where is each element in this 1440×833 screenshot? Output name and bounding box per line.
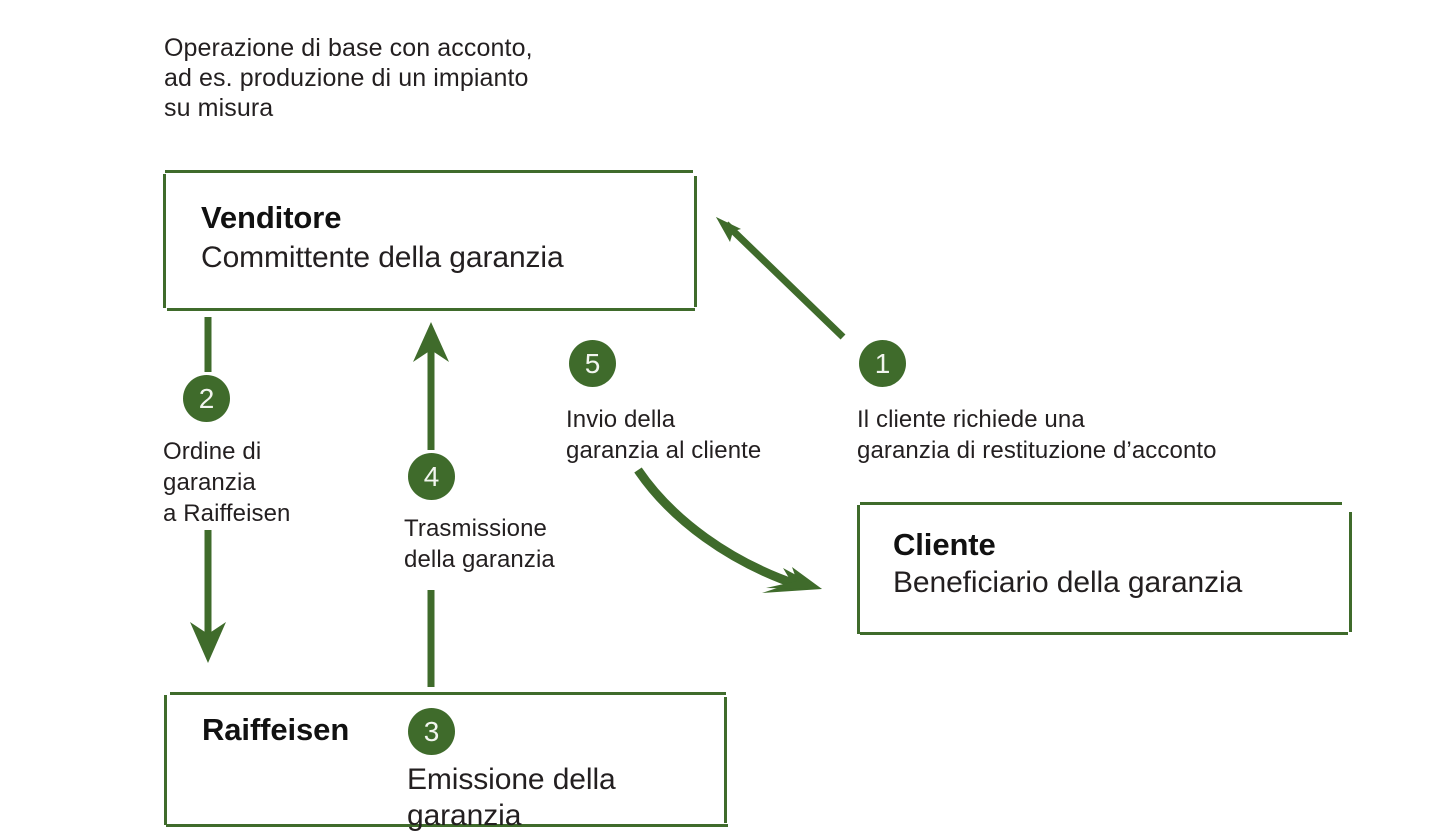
step-badge-3: 3 bbox=[408, 708, 455, 755]
step-badge-4: 4 bbox=[408, 453, 455, 500]
step-label-2: Ordine di garanzia a Raiffeisen bbox=[163, 438, 291, 527]
step-badge-5: 5 bbox=[569, 340, 616, 387]
step-label-1: Il cliente richiede una garanzia di rest… bbox=[857, 406, 1217, 464]
actor-box-raiffeisen: Raiffeisen Emissione della garanzia bbox=[164, 691, 731, 832]
step-label-5: Invio della garanzia al cliente bbox=[566, 406, 762, 464]
step-badge-1: 1 bbox=[859, 340, 906, 387]
actor-box-venditore: Venditore Committente della garanzia bbox=[163, 168, 697, 311]
actor-subtitle-raiffeisen: Emissione della garanzia bbox=[407, 763, 616, 832]
arrow-step-1 bbox=[716, 217, 846, 340]
actor-subtitle-venditore: Committente della garanzia bbox=[201, 241, 564, 274]
step-badge-2: 2 bbox=[183, 375, 230, 422]
actor-title-venditore: Venditore bbox=[201, 200, 342, 235]
actor-subtitle-cliente: Beneficiario della garanzia bbox=[893, 566, 1243, 599]
step-label-4: Trasmissione della garanzia bbox=[404, 515, 555, 573]
arrow-step-4 bbox=[413, 322, 449, 687]
diagram-caption: Operazione di base con acconto, ad es. p… bbox=[164, 34, 533, 122]
actor-title-cliente: Cliente bbox=[893, 527, 996, 562]
actor-title-raiffeisen: Raiffeisen bbox=[202, 712, 350, 747]
actor-box-cliente: Cliente Beneficiario della garanzia bbox=[857, 500, 1353, 636]
arrow-step-5 bbox=[634, 467, 822, 593]
